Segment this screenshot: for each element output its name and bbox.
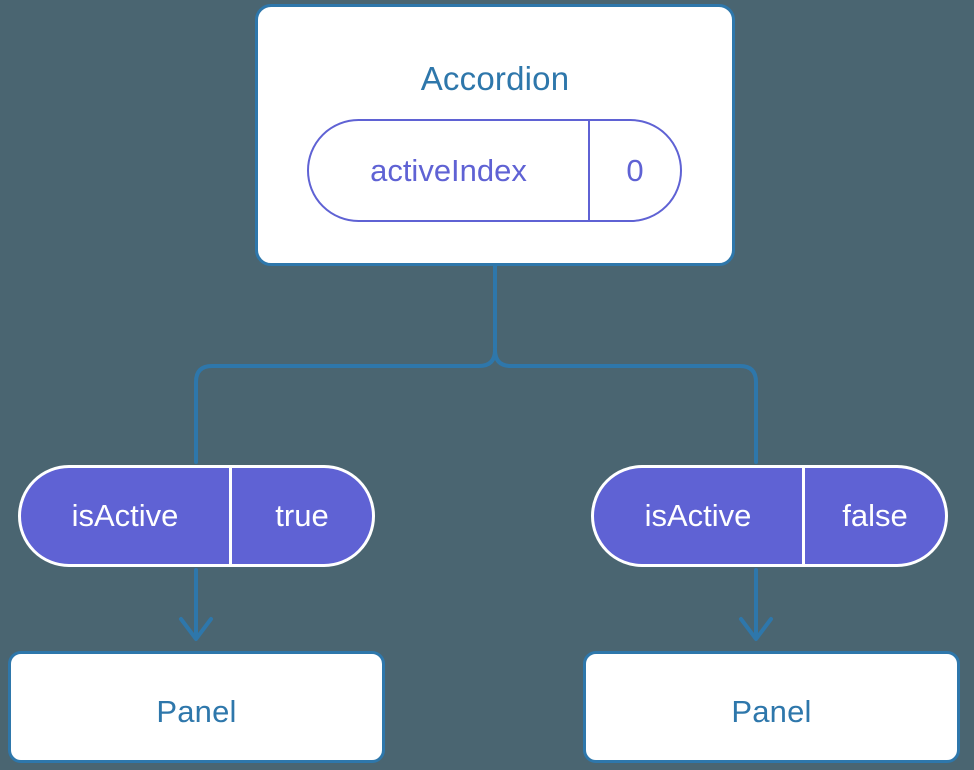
accordion-title: Accordion bbox=[420, 60, 570, 97]
prop-pill-left-value: true bbox=[275, 498, 329, 533]
panel-component-card-right[interactable]: Panel bbox=[583, 651, 960, 763]
prop-pill-right-value: false bbox=[842, 498, 908, 533]
state-pill-key: activeIndex bbox=[309, 121, 590, 220]
panel-left-title: Panel bbox=[156, 694, 237, 729]
state-pill-active-index[interactable]: activeIndex 0 bbox=[307, 119, 682, 222]
arrow-head-right bbox=[739, 617, 773, 641]
panel-right-title: Panel bbox=[731, 694, 812, 729]
prop-pill-right-key: isActive bbox=[594, 468, 805, 564]
state-pill-value: 0 bbox=[626, 152, 644, 188]
branch-line-left bbox=[194, 348, 497, 464]
arrow-head-left bbox=[179, 617, 213, 641]
branch-line-right bbox=[493, 348, 758, 464]
panel-component-card-left[interactable]: Panel bbox=[8, 651, 385, 763]
prop-pill-left-key: isActive bbox=[21, 468, 232, 564]
prop-pill-is-active-false[interactable]: isActive false bbox=[591, 465, 948, 567]
prop-pill-is-active-true[interactable]: isActive true bbox=[18, 465, 375, 567]
